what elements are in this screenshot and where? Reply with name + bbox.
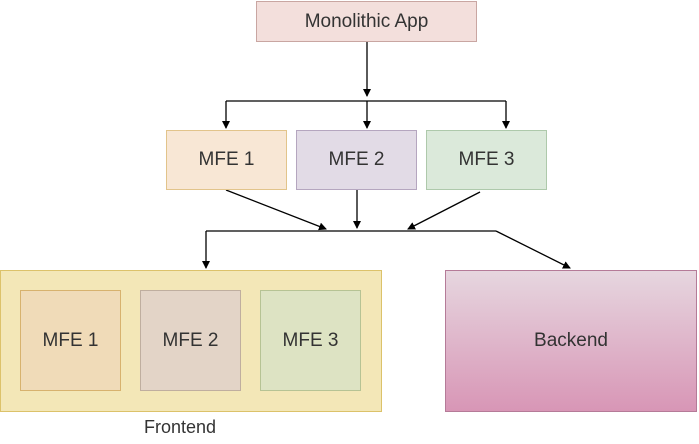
mfe-3-frontend-label: MFE 3 bbox=[282, 329, 339, 351]
arrow-to-backend bbox=[495, 230, 571, 269]
mfe-1-top-node: MFE 1 bbox=[166, 130, 287, 190]
mfe-2-top-label: MFE 2 bbox=[328, 149, 385, 170]
arrow-mfe3-to-merge bbox=[407, 191, 481, 230]
mfe-2-frontend-label: MFE 2 bbox=[162, 329, 219, 351]
mfe-1-top-label: MFE 1 bbox=[198, 149, 255, 170]
monolithic-app-node: Monolithic App bbox=[256, 1, 477, 42]
mfe-2-frontend-node: MFE 2 bbox=[140, 290, 241, 391]
mfe-3-top-node: MFE 3 bbox=[426, 130, 547, 190]
monolithic-app-label: Monolithic App bbox=[304, 10, 429, 32]
arrow-mfe1-to-merge bbox=[225, 189, 327, 231]
mfe-1-frontend-label: MFE 1 bbox=[42, 329, 99, 351]
mfe-3-top-label: MFE 3 bbox=[458, 149, 515, 170]
frontend-caption: Frontend bbox=[143, 417, 217, 437]
backend-label: Backend bbox=[534, 330, 608, 351]
mfe-3-frontend-node: MFE 3 bbox=[260, 290, 361, 391]
mfe-2-top-node: MFE 2 bbox=[296, 130, 417, 190]
backend-node: Backend bbox=[445, 270, 697, 412]
mfe-1-frontend-node: MFE 1 bbox=[20, 290, 121, 391]
